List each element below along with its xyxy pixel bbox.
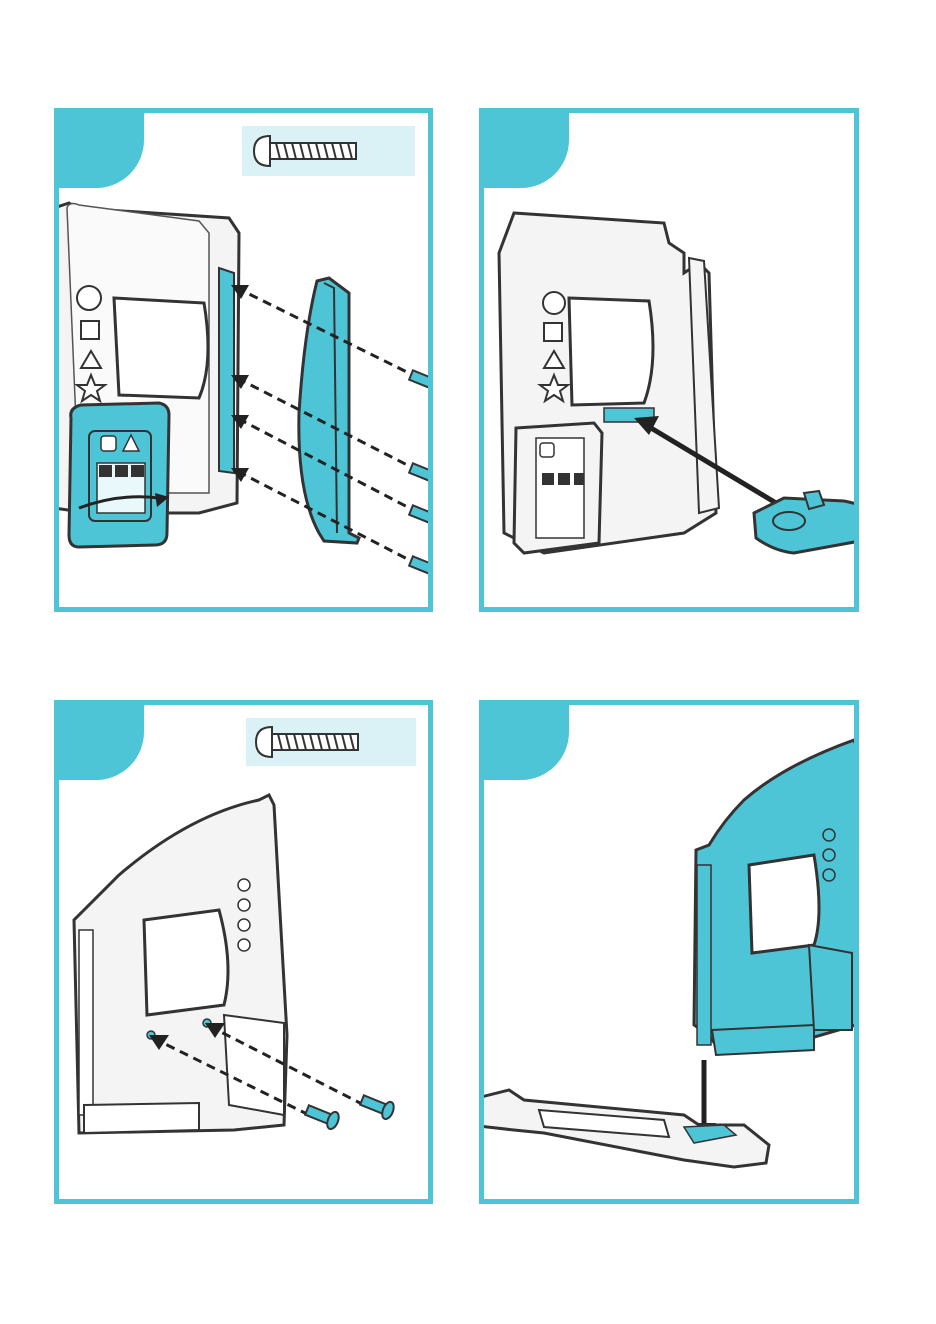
step-panel-3 [54,700,433,1204]
shape-sorter-door [69,403,169,547]
step-panel-4 [479,700,859,1204]
screw-icon [408,367,428,582]
step-panel-2 [479,108,859,612]
base-tray-part [484,1090,769,1167]
assembled-playhouse [694,740,854,1055]
playhouse-assembly [499,213,719,553]
side-rail-part [219,268,359,543]
step-panel-1 [54,108,433,612]
playhouse-front-panel [74,795,287,1133]
